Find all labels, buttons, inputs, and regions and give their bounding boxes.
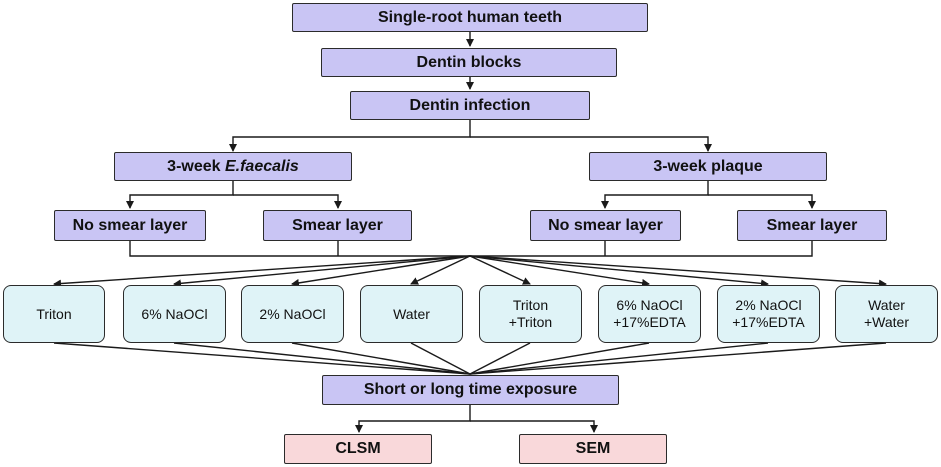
treatment-box-6: 6% NaOCl+17%EDTA xyxy=(598,285,701,343)
treatment-6-line1: 6% NaOCl xyxy=(616,297,683,314)
fan-in-line-5 xyxy=(469,342,531,375)
box-no-smear-right: No smear layer xyxy=(530,210,681,241)
box-exposure: Short or long time exposure xyxy=(322,375,619,405)
label-dentin-infection: Dentin infection xyxy=(409,96,531,114)
treatment-box-3: 2% NaOCl xyxy=(241,285,344,343)
treatment-8-line1: Water xyxy=(868,297,905,314)
box-single-root-teeth: Single-root human teeth xyxy=(292,3,648,32)
fan-in-line-3 xyxy=(291,342,471,375)
arrow-exposure-to-sem xyxy=(470,420,598,433)
fan-out-arrow-8 xyxy=(469,255,887,288)
box-dentin-blocks: Dentin blocks xyxy=(321,48,617,77)
fan-out-arrow-5 xyxy=(469,255,531,285)
treatment-7-line1: 2% NaOCl xyxy=(735,297,802,314)
treatment-box-2: 6% NaOCl xyxy=(123,285,226,343)
label-smear-right: Smear layer xyxy=(766,216,858,234)
fan-in-line-4 xyxy=(410,342,471,375)
arrow-infection-to-efaecalis xyxy=(229,119,471,152)
label-no-smear-left: No smear layer xyxy=(72,216,188,234)
collector-line xyxy=(129,241,813,257)
label-plaque: 3-week plaque xyxy=(653,157,763,175)
treatment-box-5: Triton+Triton xyxy=(479,285,582,343)
arrow-infection-to-plaque xyxy=(470,136,712,152)
treatment-4-line1: Water xyxy=(393,305,430,322)
box-sem: SEM xyxy=(519,434,667,464)
arrow-plaque-to-nosmear xyxy=(601,180,709,209)
treatment-2-line1: 6% NaOCl xyxy=(141,305,208,322)
fan-in-line-1 xyxy=(53,342,471,375)
label-smear-left: Smear layer xyxy=(292,216,383,234)
fan-out-arrow-7 xyxy=(469,255,769,288)
label-efaecalis-prefix: 3-week xyxy=(167,157,225,175)
fan-out-arrows xyxy=(53,255,887,288)
treatment-box-1: Triton xyxy=(3,285,105,343)
box-plaque: 3-week plaque xyxy=(589,152,827,181)
treatment-5-line1: Triton xyxy=(512,297,549,314)
box-smear-left: Smear layer xyxy=(263,210,412,241)
box-smear-right: Smear layer xyxy=(737,210,887,241)
fan-out-arrow-2 xyxy=(173,255,471,288)
label-clsm: CLSM xyxy=(335,440,381,458)
arrow-ef-to-smear xyxy=(233,194,342,209)
box-dentin-infection: Dentin infection xyxy=(350,91,590,120)
treatment-8-line2: +Water xyxy=(864,314,909,330)
label-no-smear-right: No smear layer xyxy=(548,216,663,234)
treatment-7-line2: +17%EDTA xyxy=(732,314,805,330)
label-efaecalis-species: E.faecalis xyxy=(224,157,299,175)
arrow-ef-to-nosmear xyxy=(126,180,234,209)
fan-out-arrow-6 xyxy=(469,255,650,287)
fan-in-line-2 xyxy=(173,342,471,375)
arrow-exposure-to-clsm xyxy=(355,405,471,433)
treatment-box-7: 2% NaOCl+17%EDTA xyxy=(717,285,820,343)
fan-out-arrow-1 xyxy=(53,255,471,288)
label-single-root-teeth: Single-root human teeth xyxy=(378,8,562,26)
box-no-smear-left: No smear layer xyxy=(54,210,206,241)
fan-out-arrow-4 xyxy=(410,255,471,285)
fan-in-lines xyxy=(53,342,887,375)
fan-in-line-8 xyxy=(469,342,887,375)
treatment-3-line1: 2% NaOCl xyxy=(259,305,326,322)
treatment-5-line2: +Triton xyxy=(508,314,553,330)
label-exposure: Short or long time exposure xyxy=(363,381,578,399)
treatment-box-8: Water+Water xyxy=(835,285,938,343)
treatment-box-4: Water xyxy=(360,285,463,343)
treatment-1-line1: Triton xyxy=(36,305,72,322)
box-clsm: CLSM xyxy=(284,434,432,464)
label-sem: SEM xyxy=(575,440,611,458)
label-dentin-blocks: Dentin blocks xyxy=(416,53,522,71)
arrow-plaque-to-smear xyxy=(708,194,816,209)
box-efaecalis: 3-week E.faecalis xyxy=(114,152,352,181)
fan-out-arrow-3 xyxy=(291,255,471,287)
fan-in-line-7 xyxy=(469,342,769,375)
fan-in-line-6 xyxy=(469,342,650,375)
treatment-6-line2: +17%EDTA xyxy=(613,314,686,330)
